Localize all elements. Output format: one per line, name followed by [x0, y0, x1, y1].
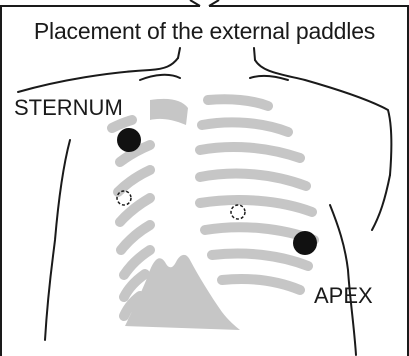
center-marker — [231, 205, 245, 219]
sternum-label: STERNUM — [14, 95, 123, 121]
sternum-bone — [150, 99, 188, 125]
heart-silhouette — [125, 255, 240, 330]
right-ribs — [200, 99, 314, 290]
diagram-title: Placement of the external paddles — [0, 18, 409, 45]
apex-label: APEX — [314, 283, 373, 309]
sternum-paddle — [117, 128, 141, 152]
apex-paddle — [293, 231, 317, 255]
